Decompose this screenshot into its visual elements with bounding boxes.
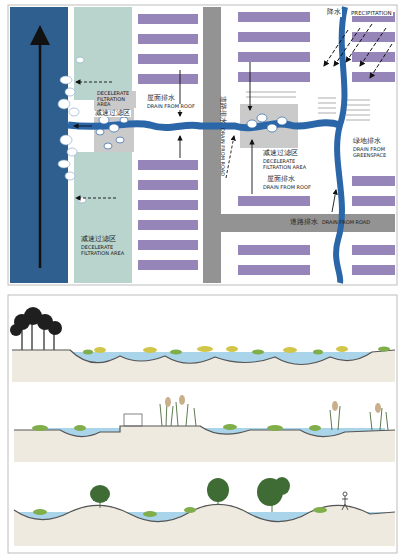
annotation-label: 绿地排水	[352, 138, 382, 145]
annotation-label: DRAIN FROM ROAD	[322, 220, 370, 226]
annotation-label: 道路排水	[290, 219, 318, 226]
annotation-label: 道路排水	[219, 96, 226, 124]
annotation-label: 屋面排水	[146, 95, 176, 102]
annotation-label: DRAIN FROM ROAD	[219, 128, 225, 176]
annotation-label: DECELERATE FILTRATION AREA	[96, 91, 136, 108]
annotation-label: PRECIPITATION	[350, 10, 393, 16]
annotation-label: 减速过滤区	[80, 236, 117, 243]
annotation-label: 减速过滤区	[262, 150, 299, 157]
annotation-label: DRAIN FROM ROOF	[262, 185, 312, 191]
annotation-label: DRAIN FROM ROOF	[146, 104, 196, 110]
annotation-label: DECELERATE FILTRATION AREA	[262, 159, 314, 170]
annotation-label: DECELERATE FILTRATION AREA	[80, 245, 128, 256]
annotation-label: DRAIN FROM GREENSPACE	[352, 147, 396, 158]
annotation-label: 屋面排水	[266, 176, 296, 183]
annotation-label: 降水	[326, 9, 342, 17]
annotation-label: 减速过滤区	[94, 110, 131, 117]
